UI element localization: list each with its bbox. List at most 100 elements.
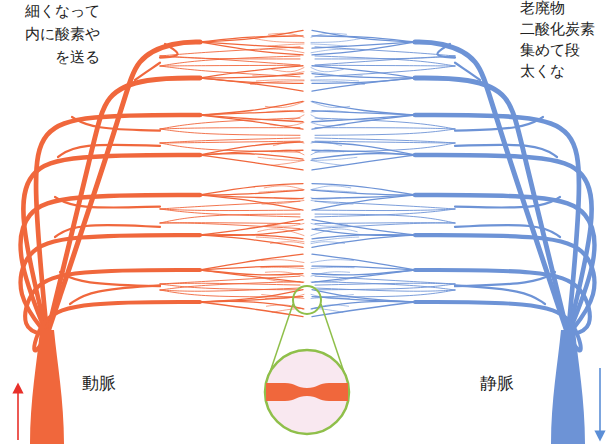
vessel-branch: [455, 63, 480, 80]
vessel-branch: [312, 42, 415, 55]
vessel-branch: [311, 198, 341, 200]
vessel-branch: [311, 229, 357, 236]
vessel-branch: [270, 122, 304, 125]
vessel-branch: [34, 302, 200, 351]
vessel-branch: [311, 111, 348, 113]
vessel-branch: [311, 122, 345, 125]
vessel-branch: [200, 155, 303, 170]
vessel-branch: [315, 288, 455, 291]
vessel-branch: [160, 56, 300, 65]
vessel-branch: [272, 150, 304, 155]
vessel-branch: [311, 200, 353, 204]
artery-trunk: [30, 330, 64, 444]
vessel-branch: [55, 197, 160, 208]
vessel-branch: [455, 272, 555, 286]
vessel-branch: [160, 138, 300, 143]
vessel-branch: [200, 101, 303, 115]
vessel-branch: [200, 111, 303, 115]
vessel-branch: [311, 39, 360, 43]
vessel-branch: [311, 157, 357, 160]
vessel-branch: [21, 195, 200, 335]
vessel-branch: [455, 197, 560, 208]
vessel-branch: [415, 302, 581, 351]
vessel-branch: [200, 270, 303, 282]
vessel-branch: [311, 223, 347, 226]
vessel-branch: [315, 47, 455, 56]
vessel-branch: [311, 160, 344, 165]
artery-tree: [21, 30, 304, 350]
vessel-branch: [315, 56, 455, 65]
vessel-branch: [200, 190, 303, 195]
vessel-branch: [200, 235, 303, 247]
flow-arrow: [17, 388, 19, 440]
vessel-branch: [266, 294, 304, 298]
vessel-branch: [72, 117, 160, 131]
vessel-branch: [311, 102, 350, 108]
vessel-branch: [160, 47, 300, 56]
vessel-branch: [312, 254, 415, 270]
vessel-branch: [264, 186, 304, 190]
vessel-branch: [273, 142, 304, 146]
vessel-branch: [23, 155, 200, 335]
vessel-branch: [312, 301, 415, 308]
capillary-section: [266, 383, 348, 401]
vessel-branch: [253, 72, 304, 77]
vessel-branch: [312, 142, 415, 155]
vessel-branch: [455, 285, 545, 304]
vessel-branch: [315, 138, 455, 143]
vessel-branch: [312, 78, 415, 91]
vessel-branch: [455, 145, 557, 157]
vessel-branch: [455, 225, 560, 237]
vessel-branch: [271, 160, 304, 165]
vessel-branch: [270, 242, 304, 244]
vessel-branch: [311, 272, 350, 276]
vessel-branch: [259, 190, 304, 193]
vessel-branch: [200, 184, 303, 195]
vessel-branch: [311, 115, 342, 120]
vessel-branch: [265, 272, 304, 276]
vessel-branch: [311, 260, 353, 263]
vessel-branch: [160, 214, 300, 223]
vessel-branch: [315, 209, 455, 211]
vessel-branch: [160, 128, 300, 129]
vessel-branch: [312, 220, 415, 235]
vessel-branch: [160, 290, 300, 297]
vessel-branch: [312, 36, 415, 42]
vessel-branch: [312, 66, 415, 78]
vessel-branch: [200, 115, 303, 129]
note-text: 老廃物 二酸化炭素 集めて段 太くな: [520, 0, 610, 82]
vessel-branch: [315, 129, 455, 135]
vessel-branch: [200, 154, 303, 160]
vessel-branch: [312, 101, 415, 115]
vessel-branch: [272, 68, 304, 72]
vessel-branch: [312, 190, 415, 195]
vessel-branch: [258, 157, 304, 160]
vessel-branch: [311, 186, 351, 190]
vessel-branch: [160, 288, 300, 291]
vessel-label: 動脈: [82, 372, 132, 394]
vessel-label: 静脈: [480, 372, 530, 394]
vessel-branch: [160, 129, 300, 135]
vessel-branch: [311, 49, 355, 53]
vessel-branch: [200, 220, 303, 235]
vessel-branch: [160, 209, 300, 217]
vessel-branch: [312, 302, 415, 317]
vessel-branch: [200, 142, 303, 155]
vessel-branch: [200, 290, 303, 302]
vessel-branch: [315, 209, 455, 217]
vessel-branch: [160, 65, 300, 67]
vessel-branch: [312, 78, 415, 83]
vessel-branch: [311, 68, 343, 72]
vessel-branch: [70, 285, 160, 304]
vessel-branch: [311, 142, 342, 146]
vessel-branch: [55, 225, 160, 237]
vessel-branch: [312, 111, 415, 115]
vessel-branch: [312, 195, 415, 210]
vessel-branch: [312, 154, 415, 160]
vessel-branch: [311, 267, 354, 268]
vessel-branch: [274, 198, 304, 200]
vessel-branch: [58, 145, 160, 157]
vessel-branch: [311, 44, 347, 46]
vessel-branch: [160, 56, 300, 66]
vessel-branch: [312, 270, 415, 282]
